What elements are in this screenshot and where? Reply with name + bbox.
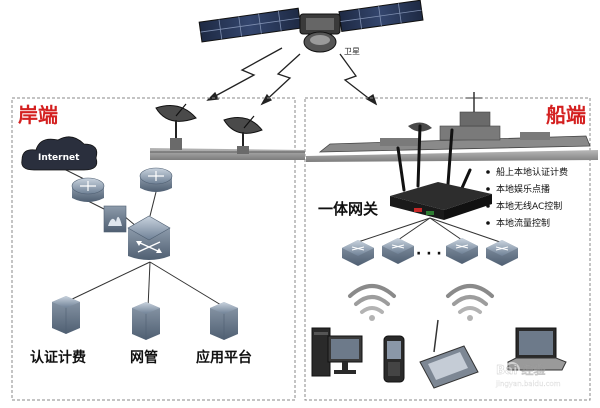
router-icon xyxy=(71,177,105,202)
server-icon-auth-billing xyxy=(52,296,80,334)
satellite-icon xyxy=(198,0,424,53)
satellite-link-arrows xyxy=(206,47,378,106)
shore-panel xyxy=(11,97,296,401)
internet-label: Internet xyxy=(38,153,80,163)
internet-cloud-icon xyxy=(21,136,98,171)
ship-title: 船端 xyxy=(546,103,586,127)
access-switch-icon xyxy=(382,238,414,264)
watermark-url: jingyan.baidu.com xyxy=(495,380,561,388)
satellite-dish-icon xyxy=(223,115,263,154)
watermark: Bai 经验 jingyan.baidu.com xyxy=(495,362,561,388)
access-switch-icon xyxy=(342,240,374,266)
feature-item: 船上本地认证计费 xyxy=(496,166,568,178)
feature-item: 本地无线AC控制 xyxy=(496,200,562,212)
shore-sea xyxy=(150,148,305,160)
server-label-network-mgmt: 网管 xyxy=(130,349,158,366)
wifi-signal-icon xyxy=(446,284,494,321)
feature-item: 本地娱乐点播 xyxy=(496,183,550,195)
router-icon xyxy=(139,167,173,192)
wifi-signal-icon xyxy=(348,284,396,321)
core-switch-icon xyxy=(127,215,171,260)
laptop-icon xyxy=(507,327,567,371)
watermark-text: Bai 经验 xyxy=(496,362,547,377)
satellite-dish-icon xyxy=(155,103,197,150)
mobile-phone-icon xyxy=(383,335,405,383)
ship-icon xyxy=(306,92,598,162)
server-label-app-platform: 应用平台 xyxy=(196,349,252,366)
access-switch-icon xyxy=(446,238,478,264)
gateway-device-icon xyxy=(390,124,492,220)
ship-links xyxy=(357,217,501,243)
satellite-label: 卫星 xyxy=(344,47,360,56)
gateway-label: 一体网关 xyxy=(318,200,378,218)
feature-item: 本地流量控制 xyxy=(496,217,550,229)
server-label-auth-billing: 认证计费 xyxy=(30,349,86,366)
server-icon-network-mgmt xyxy=(132,302,160,340)
pda-device-icon xyxy=(419,319,479,389)
ship-panel xyxy=(304,97,591,401)
ellipsis-dots: · · · xyxy=(416,246,442,262)
feature-list: 船上本地认证计费 本地娱乐点播 本地无线AC控制 本地流量控制 xyxy=(486,166,568,229)
desktop-computer-icon xyxy=(311,327,363,377)
access-switch-icon xyxy=(486,240,518,266)
shore-title: 岸端 xyxy=(18,103,58,127)
server-icon-app-platform xyxy=(210,302,238,340)
firewall-icon xyxy=(103,205,127,233)
